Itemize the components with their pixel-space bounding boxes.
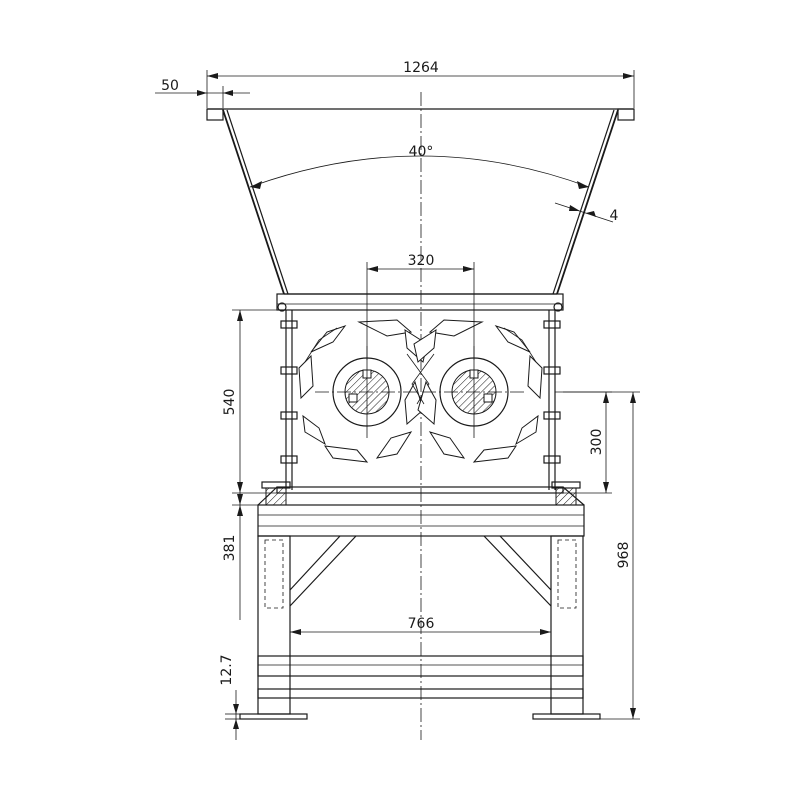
right-foot-plate <box>532 713 601 720</box>
left-leg <box>257 535 291 715</box>
dim-foot-plate: 12.7 <box>219 654 235 685</box>
crusher-housing <box>276 293 564 494</box>
dimension-lines <box>155 70 640 740</box>
base-frame <box>239 481 601 720</box>
dim-leg-spacing: 766 <box>408 616 435 632</box>
dim-housing-height: 540 <box>222 389 238 416</box>
dim-total-height: 968 <box>616 542 632 569</box>
dim-shaft-spacing: 320 <box>408 253 435 269</box>
right-rotor <box>411 319 543 463</box>
hopper-left-flange <box>206 108 224 121</box>
hopper-right-flange <box>617 108 635 121</box>
cross-braces <box>289 535 552 607</box>
dim-flange-width: 50 <box>161 78 179 94</box>
housing-bolts <box>277 302 563 464</box>
left-foot-plate <box>239 713 308 720</box>
dim-frame-height: 381 <box>222 535 238 562</box>
dim-hopper-angle: 40° <box>409 144 434 160</box>
left-rotor <box>298 319 430 463</box>
dim-wall-thickness: 4 <box>610 208 619 224</box>
dim-shaft-height: 300 <box>589 429 605 456</box>
dim-overall-width: 1264 <box>403 60 439 76</box>
right-leg <box>550 535 584 715</box>
